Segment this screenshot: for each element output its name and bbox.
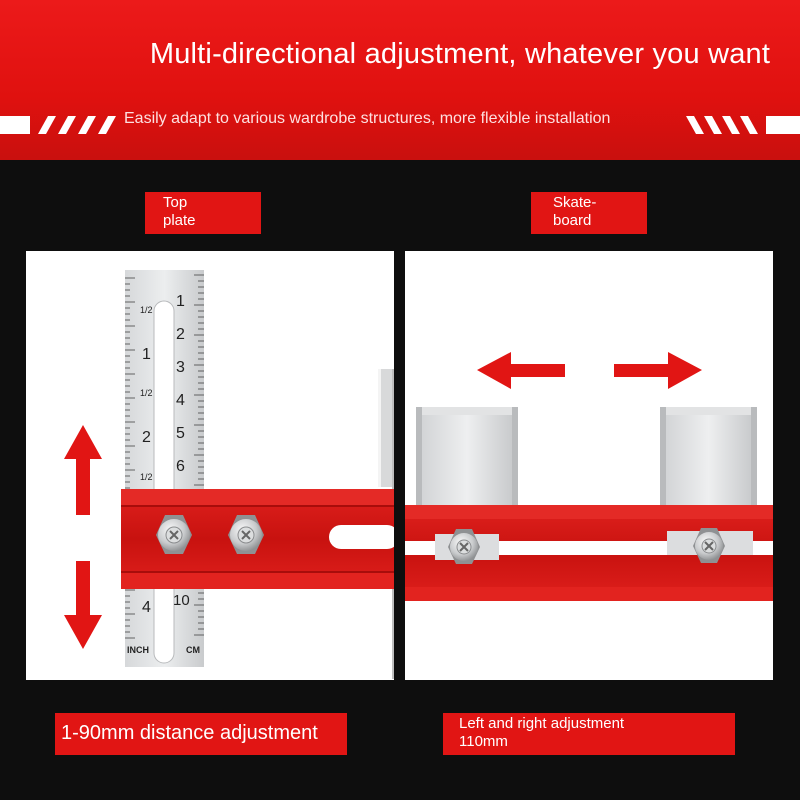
half-inch-mark: 1/2 [140,305,153,315]
tag-line: Top [163,194,188,211]
cm-mark-3: 3 [176,359,185,376]
skateboard-illustration [405,352,773,601]
left-arrow-icon [477,352,565,389]
header-banner: Multi-directional adjustment, whatever y… [0,0,800,160]
slider-block [660,407,757,505]
stripe-decoration-left [0,116,116,134]
slider-block [416,407,518,505]
side-board [378,369,392,487]
half-inch-mark: 1/2 [140,388,153,398]
right-arrow-icon [614,352,702,389]
distance-caption: 1-90mm distance adjustment [55,713,347,755]
cm-mark-4: 4 [176,392,185,409]
bar-slot [329,525,394,549]
caption-line: Left and right adjustment [459,715,625,732]
up-arrow-icon [64,425,102,515]
cm-label: CM [186,645,200,655]
bolt-icon [693,528,725,563]
down-arrow-icon [64,561,102,649]
inch-label: INCH [127,645,149,655]
inch-mark-4: 4 [142,599,151,616]
inch-mark-1: 1 [142,346,151,363]
cm-mark-6: 6 [176,458,185,475]
ruler-slot [154,301,174,663]
skateboard-tag: Skate- board [531,192,647,234]
tag-line: plate [163,212,196,229]
top-plate-tag: Top plate [145,192,261,234]
cm-mark-2: 2 [176,326,185,343]
cm-mark-10: 10 [173,592,190,609]
top-plate-panel: 1 2 3 4 5 6 10 1 2 4 1/2 1/2 1/2 INCH CM [26,251,394,680]
subheadline: Easily adapt to various wardrobe structu… [124,110,611,127]
headline: Multi-directional adjustment, whatever y… [149,38,771,70]
cm-mark-5: 5 [176,425,185,442]
tag-line: board [553,212,592,229]
caption-line: 110mm [459,733,508,750]
inch-mark-2: 2 [142,429,151,446]
half-inch-mark: 1/2 [140,472,153,482]
cm-mark-1: 1 [176,293,185,310]
stripe-decoration-right [686,116,800,134]
bolt-icon [228,515,264,554]
bolt-icon [448,529,480,564]
top-plate-illustration: 1 2 3 4 5 6 10 1 2 4 1/2 1/2 1/2 INCH CM [64,270,394,679]
tag-line: Skate- [553,194,597,211]
left-right-caption: Left and right adjustment 110mm [443,713,735,755]
skateboard-panel [405,251,773,680]
bolt-icon [156,515,192,554]
